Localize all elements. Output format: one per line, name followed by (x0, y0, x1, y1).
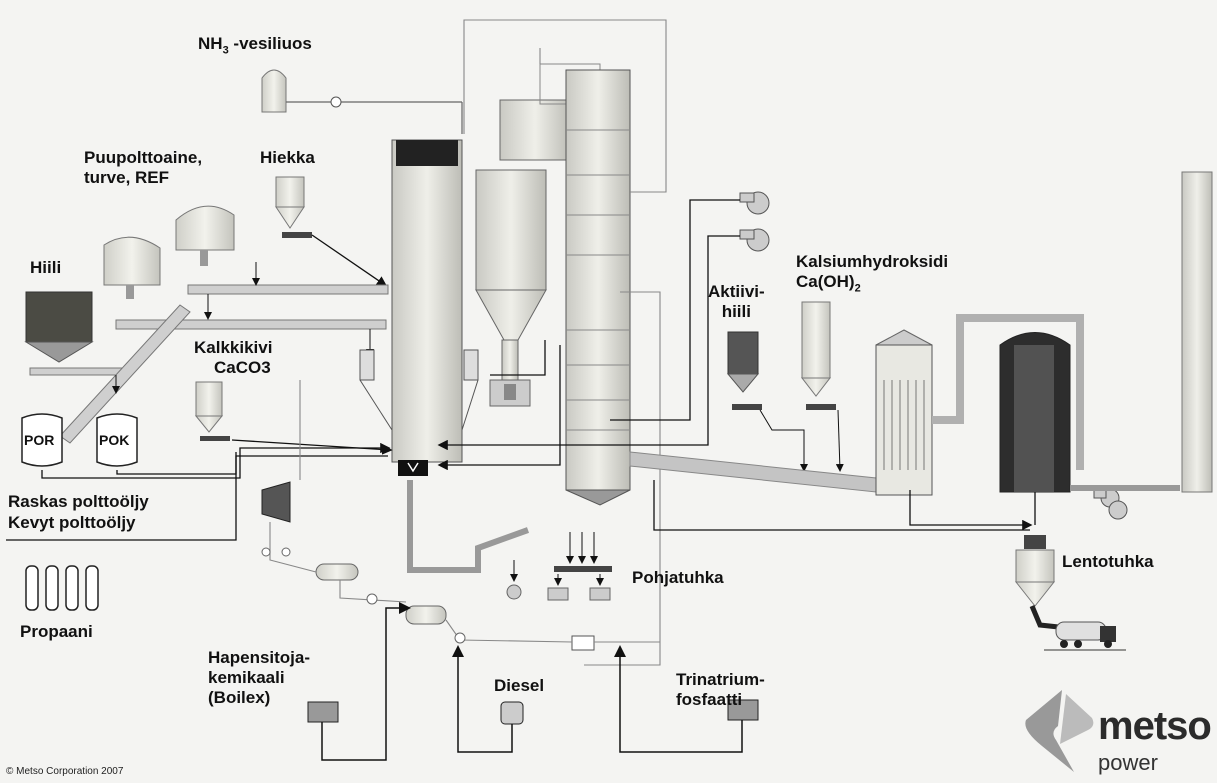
hiekka-label: Hiekka (260, 148, 315, 168)
diesel-label: Diesel (494, 676, 544, 696)
pok-label: POK (99, 432, 129, 448)
nh3-label: NH3 -vesiliuos (198, 34, 312, 60)
hiekka-feed-line (312, 235, 385, 285)
kalsiumhydroksidi-silo (802, 302, 836, 410)
brand-name: metso (1098, 704, 1211, 749)
feedwater-system (262, 482, 594, 650)
chimney-stack (1182, 172, 1212, 492)
hiekka-silo (276, 177, 312, 238)
lentotuhka-silo (1016, 535, 1068, 628)
pohjatuhka-label: Pohjatuhka (632, 568, 724, 588)
puupolttoaine-label: Puupolttoaine,turve, REF (84, 148, 202, 188)
boiler-furnace (392, 140, 462, 476)
aktiivihiili-silo (728, 332, 762, 410)
aktiivihiili-label: Aktiivi-hiili (708, 282, 765, 322)
brand-subtitle: power (1098, 750, 1158, 776)
raskas-label: Raskas polttoöljy (8, 492, 149, 512)
propaani-label: Propaani (20, 622, 93, 642)
nh3-pump-icon (331, 97, 341, 107)
hiili-silo (26, 292, 92, 362)
propaani-bottles (26, 566, 98, 610)
scrubber (1000, 333, 1070, 493)
kevyt-label: Kevyt polttoöljy (8, 513, 136, 533)
lentotuhka-label: Lentotuhka (1062, 552, 1154, 572)
trinatrium-label: Trinatrium-fosfaatti (676, 670, 765, 710)
hiili-label: Hiili (30, 258, 61, 278)
cyclone-separator (476, 170, 546, 406)
copyright-text: © Metso Corporation 2007 (6, 766, 123, 777)
bag-filter (876, 330, 932, 495)
nh3-tank (262, 70, 286, 112)
por-label: POR (24, 432, 54, 448)
bottom-ash-arrows (514, 532, 600, 584)
hapensitoja-label: Hapensitoja-kemikaali(Boilex) (208, 648, 310, 708)
metso-logo-icon (1025, 690, 1093, 772)
back-pass (566, 70, 630, 505)
kalkkikivi-silo (196, 382, 230, 441)
